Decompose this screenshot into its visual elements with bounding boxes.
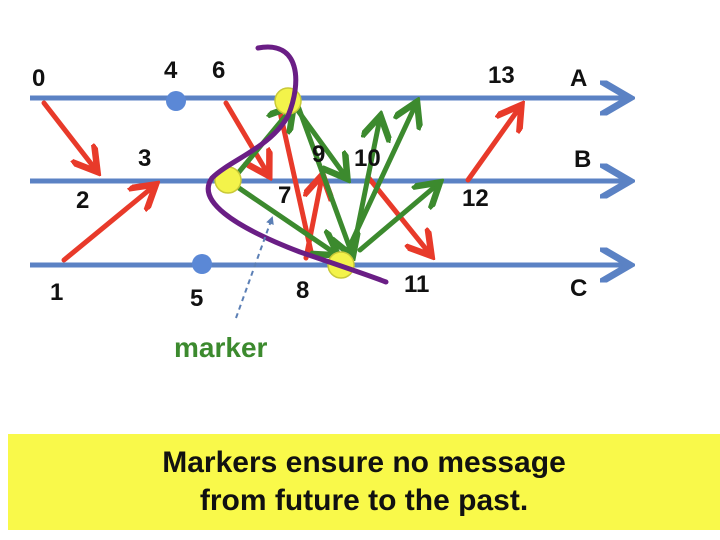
event-label-1: 1 <box>50 279 63 306</box>
message-0-to-2 <box>41 100 96 170</box>
event-label-13: 13 <box>488 62 515 89</box>
caption-line-1: Markers ensure no message <box>162 446 566 479</box>
event-label-8: 8 <box>296 277 309 304</box>
process-label-c: C <box>570 275 587 302</box>
marker-label: marker <box>174 332 268 363</box>
event-label-0: 0 <box>32 65 45 92</box>
marker-c-to-a-2 <box>349 118 380 259</box>
marker-c-to-b <box>357 184 438 253</box>
event-label-3: 3 <box>138 145 151 172</box>
local-event-5 <box>192 254 212 274</box>
process-label-b: B <box>574 146 591 173</box>
event-label-11: 11 <box>404 271 429 298</box>
process-labels: A B C <box>570 65 591 302</box>
cut-curve <box>205 44 389 285</box>
message-12-to-13 <box>465 107 520 183</box>
event-label-6: 6 <box>212 57 225 84</box>
message-1-to-3 <box>61 186 154 263</box>
message-6-to-7 <box>223 100 268 174</box>
marker-b-to-c <box>233 183 336 254</box>
local-event-4 <box>166 91 186 111</box>
event-label-9: 9 <box>312 141 325 168</box>
process-label-a: A <box>570 65 587 92</box>
event-label-12: 12 <box>462 185 489 212</box>
event-label-10: 10 <box>354 145 381 172</box>
caption-line-2: from future to the past. <box>199 484 529 517</box>
event-label-4: 4 <box>164 57 178 84</box>
event-label-5: 5 <box>190 285 203 312</box>
marker-a-to-c <box>295 103 352 254</box>
caption-box: Markers ensure no message from future to… <box>8 434 720 530</box>
event-label-7: 7 <box>278 182 291 209</box>
event-label-2: 2 <box>76 187 89 214</box>
event-labels: 0 1 2 3 4 5 6 7 8 9 10 11 12 13 <box>32 57 515 312</box>
